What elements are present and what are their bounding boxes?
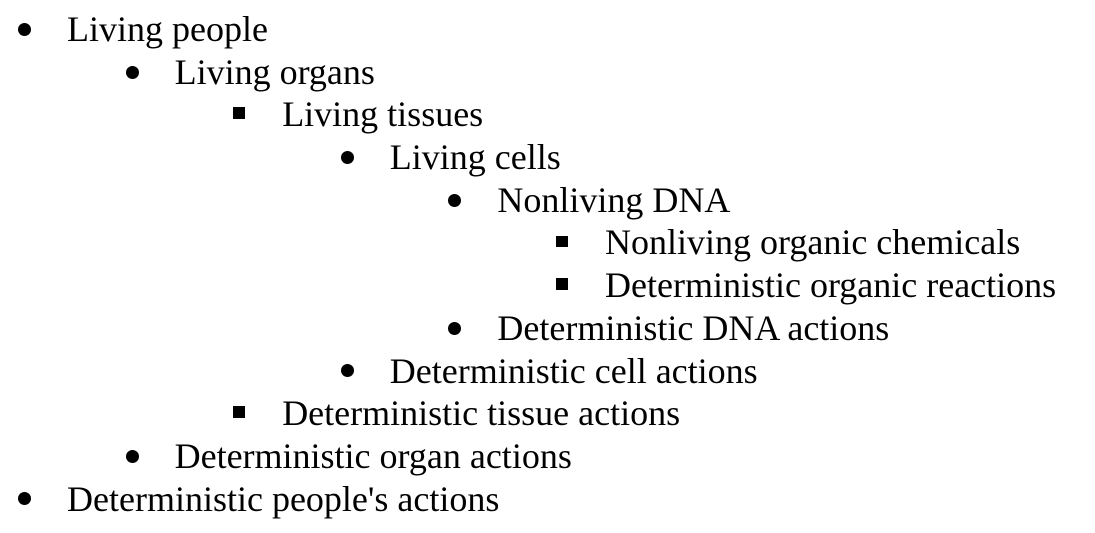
list-item-text: Deterministic organ actions [174,435,572,476]
list-item: Nonliving DNA [0,179,1095,222]
list-item: Living cells [0,136,1095,179]
list-item-text: Nonliving organic chemicals [605,222,1021,263]
square-bullet-icon [233,406,245,418]
bullet-cell [448,321,497,335]
disc-bullet-icon [340,364,354,378]
list-item-text: Deterministic people's actions [67,478,500,519]
bullet-cell [340,364,390,378]
square-bullet-icon [233,107,245,119]
list-item-text: Deterministic cell actions [389,350,758,391]
bullet-cell [556,278,605,290]
list-item-text: Deterministic DNA actions [497,307,890,348]
disc-bullet-icon [340,150,354,164]
list-item-text: Living organs [174,51,375,92]
list-item: Deterministic tissue actions [0,392,1095,435]
disc-bullet-icon [125,449,139,463]
list-item-text: Deterministic organic reactions [605,265,1057,306]
bullet-cell [18,492,67,506]
list-item-text: Deterministic tissue actions [282,393,681,434]
bullet-cell [125,65,175,79]
disc-bullet-icon [125,65,139,79]
disc-bullet-icon [18,22,31,36]
list-item: Living tissues [0,93,1095,136]
list-item: Deterministic organic reactions [0,264,1095,307]
list-item: Nonliving organic chemicals [0,221,1095,264]
list-item: Deterministic organ actions [0,435,1095,478]
bullet-cell [233,107,282,119]
disc-bullet-icon [448,321,462,335]
bullet-cell [18,22,67,36]
list-item: Deterministic DNA actions [0,307,1095,350]
bullet-cell [233,406,282,418]
outline-list: Living people Living organs Living tissu… [0,8,1095,520]
list-item-text: Living tissues [282,94,484,135]
disc-bullet-icon [18,492,31,506]
disc-bullet-icon [448,193,462,207]
list-item-text: Nonliving DNA [497,179,731,220]
list-item: Deterministic people's actions [0,478,1095,521]
square-bullet-icon [556,278,568,290]
list-item-text: Living cells [389,137,561,178]
list-item: Living organs [0,51,1095,94]
list-item: Living people [0,8,1095,51]
list-item: Deterministic cell actions [0,350,1095,393]
bullet-cell [556,235,605,248]
square-bullet-icon [556,235,568,248]
bullet-cell [125,449,175,463]
list-item-text: Living people [67,9,268,49]
bullet-cell [340,150,390,164]
bullet-cell [448,193,497,207]
